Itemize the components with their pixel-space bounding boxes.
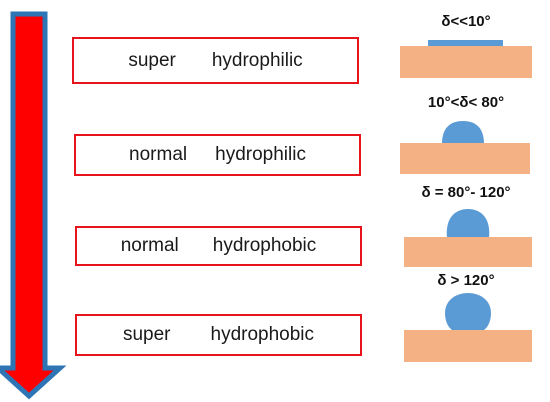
label-word1: super: [128, 49, 176, 71]
wettability-label-box: super hydrophobic: [75, 314, 362, 356]
label-word2: hydrophobic: [212, 235, 317, 256]
wettability-label-box: normal hydrophobic: [75, 226, 362, 266]
arrow-shape: [0, 11, 67, 400]
substrate: [400, 46, 532, 78]
label-word2: hydrophilic: [211, 49, 303, 71]
wettability-label-box: super hydrophilic: [72, 37, 359, 84]
substrate: [400, 143, 530, 174]
wettability-label-box: normal hydrophilic: [74, 134, 361, 176]
label-word1: super: [122, 324, 171, 345]
droplet-film: [428, 40, 503, 46]
substrate: [404, 237, 532, 267]
downward-arrow: [0, 11, 67, 400]
contact-angle-label: δ = 80°- 120°: [421, 184, 511, 201]
droplet-sphere: [445, 293, 491, 333]
droplet-low-dome: [442, 121, 484, 144]
droplet-hemisphere: [446, 209, 490, 238]
contact-angle-label: δ > 120°: [437, 272, 495, 289]
contact-angle-label: δ<<10°: [441, 13, 491, 30]
label-word1: normal: [120, 235, 179, 256]
label-word2: hydrophobic: [210, 324, 315, 345]
label-word1: normal: [129, 144, 188, 165]
label-word2: hydrophilic: [215, 144, 306, 165]
substrate: [404, 330, 532, 362]
contact-angle-label: 10°<δ< 80°: [427, 94, 505, 111]
